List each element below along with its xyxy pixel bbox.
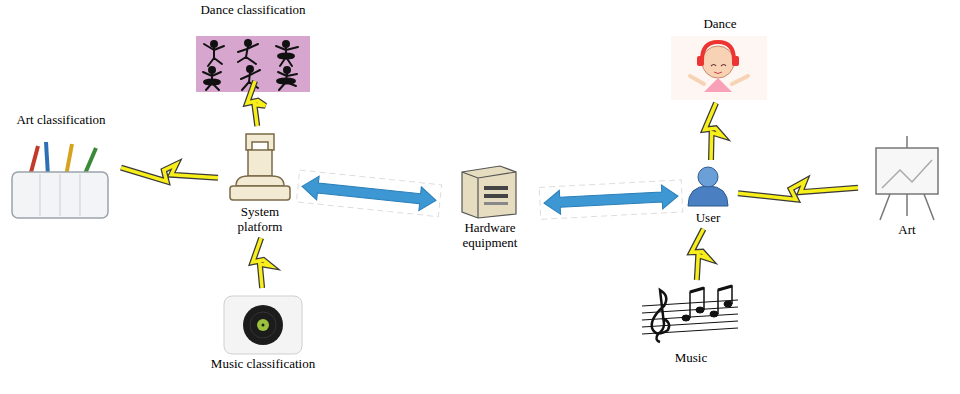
user-icon <box>688 167 728 206</box>
node-label: Dance <box>670 16 770 31</box>
node-label: Music classification <box>208 356 318 371</box>
brush-cup-icon <box>12 142 108 218</box>
lightning-link <box>252 238 271 288</box>
node-label: Dance classification <box>198 2 308 17</box>
icon-node: Music classification <box>200 292 326 371</box>
icon-node: Dance <box>665 16 775 99</box>
node-label: System platform <box>222 204 298 234</box>
icon-space <box>665 31 775 99</box>
icon-space <box>190 17 316 77</box>
easel-icon <box>876 136 938 220</box>
icon-node: Dance classification <box>190 2 316 77</box>
computer-tower-icon <box>462 166 516 218</box>
dancer-icon <box>671 36 767 100</box>
icon-space <box>440 162 540 220</box>
node-label: Music <box>641 350 741 365</box>
icon-space <box>682 164 734 210</box>
icon-space <box>635 284 747 350</box>
lightning-link <box>246 81 266 127</box>
double-arrow <box>296 170 441 217</box>
lightning-link <box>738 179 859 202</box>
icon-space <box>200 292 326 356</box>
node-label: User <box>682 210 734 225</box>
lightning-link <box>702 102 725 161</box>
icon-space <box>5 127 117 211</box>
icon-space <box>862 134 952 222</box>
node-label: Art classification <box>11 112 111 127</box>
icon-node: Art <box>862 134 952 237</box>
record-icon <box>224 296 302 354</box>
pedestal-icon <box>230 134 290 200</box>
icon-node: System platform <box>222 130 298 234</box>
icon-space <box>222 130 298 204</box>
double-arrow <box>539 180 683 219</box>
lightning-link <box>120 159 219 187</box>
node-label: Art <box>863 222 951 237</box>
music-notes-icon <box>642 286 738 342</box>
node-label: Hardware equipment <box>442 220 538 250</box>
icon-node: Music <box>635 284 747 365</box>
icon-node: Hardware equipment <box>440 162 540 250</box>
icon-node: Art classification <box>5 112 117 211</box>
lightning-link <box>688 228 713 281</box>
icon-node: User <box>682 164 734 225</box>
